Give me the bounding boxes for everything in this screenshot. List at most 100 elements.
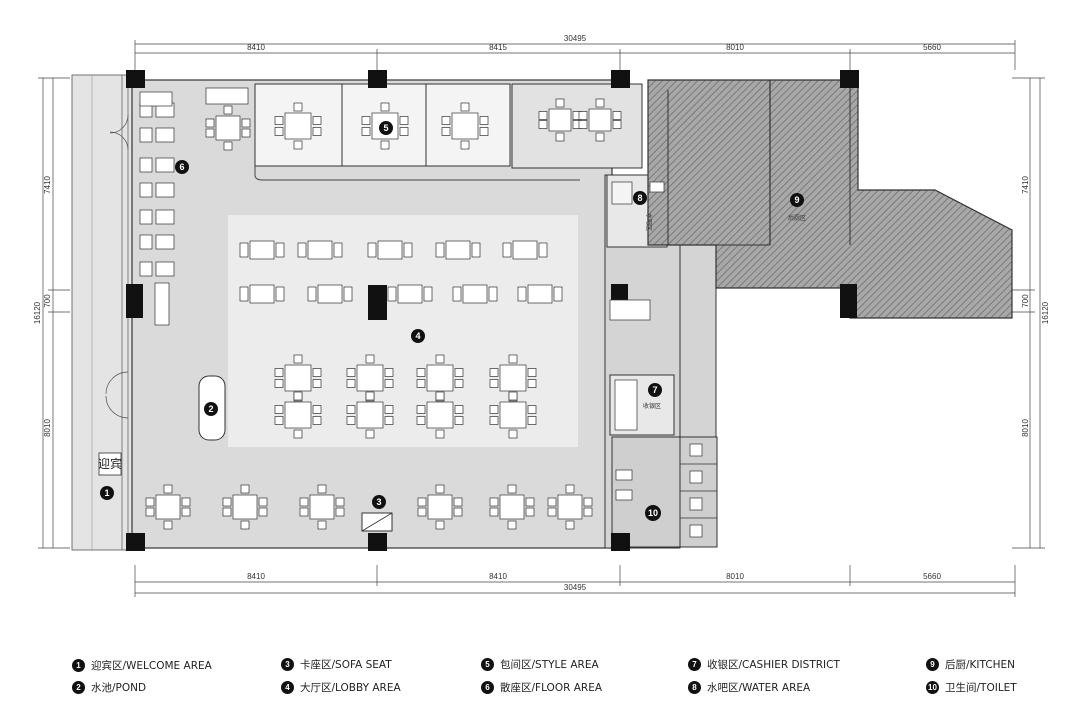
- chair: [222, 507, 232, 517]
- legend-text: 散座区/FLOOR AREA: [500, 681, 603, 694]
- chair: [553, 286, 563, 302]
- chair: [527, 405, 537, 414]
- chair: [346, 416, 356, 425]
- chair: [527, 379, 537, 388]
- basin: [615, 469, 633, 481]
- chair: [416, 368, 426, 377]
- bottom-dim-4: 5660: [923, 572, 941, 581]
- legend: 1 迎宾区/WELCOME AREA 2 水池/POND 3 卡座区/SOFA …: [0, 650, 1080, 710]
- dining-table: [451, 112, 479, 140]
- chair: [139, 91, 173, 107]
- chair: [423, 286, 433, 302]
- dining-table: [307, 240, 333, 260]
- right-dim-2: 700: [1021, 294, 1030, 308]
- legend-badge: 8: [688, 680, 701, 694]
- display-cabinet: [154, 282, 170, 326]
- chair: [403, 242, 413, 258]
- dining-table: [155, 234, 175, 250]
- chair: [367, 242, 377, 258]
- chair: [454, 405, 464, 414]
- dining-table: [527, 284, 553, 304]
- svg-text:2: 2: [208, 404, 213, 414]
- chair: [527, 416, 537, 425]
- chair: [293, 140, 303, 150]
- chair: [346, 368, 356, 377]
- chair: [299, 507, 309, 517]
- svg-text:9: 9: [794, 195, 799, 205]
- chair: [489, 379, 499, 388]
- dining-table: [215, 115, 241, 141]
- chair: [583, 497, 593, 507]
- dining-table: [397, 284, 423, 304]
- cashier-desk: [614, 379, 638, 431]
- chair: [508, 429, 518, 439]
- legend-badge: 2: [72, 680, 85, 694]
- dining-table: [356, 401, 384, 429]
- chair: [317, 484, 327, 494]
- top-dim-1: 8410: [247, 43, 265, 52]
- chair: [163, 520, 173, 530]
- chair: [435, 429, 445, 439]
- chair: [387, 286, 397, 302]
- legend-item-10: 10 卫生间/TOILET: [926, 679, 1017, 695]
- chair: [452, 286, 462, 302]
- svg-text:7: 7: [652, 385, 657, 395]
- legend-badge: 9: [926, 657, 939, 671]
- chair: [274, 379, 284, 388]
- svg-text:1: 1: [104, 488, 109, 498]
- chair: [435, 242, 445, 258]
- chair: [538, 111, 548, 120]
- legend-badge: 7: [688, 657, 701, 671]
- chair: [454, 416, 464, 425]
- chair: [205, 128, 215, 138]
- chair: [307, 286, 317, 302]
- chair: [453, 497, 463, 507]
- chair: [222, 497, 232, 507]
- right-dim-1: 7410: [1021, 176, 1030, 194]
- dining-table: [426, 401, 454, 429]
- dining-table: [426, 364, 454, 392]
- dining-table: [588, 108, 612, 132]
- chair: [139, 157, 153, 173]
- chair: [293, 429, 303, 439]
- chair: [460, 102, 470, 112]
- chair: [145, 507, 155, 517]
- svg-text:5: 5: [383, 123, 388, 133]
- top-dimensions: [134, 40, 1016, 70]
- chair: [399, 127, 409, 136]
- chair: [489, 497, 499, 507]
- chair: [555, 98, 565, 108]
- left-dim-3: 8010: [43, 419, 52, 437]
- chair: [205, 118, 215, 128]
- chair: [335, 507, 345, 517]
- chair: [181, 507, 191, 517]
- dining-table: [548, 108, 572, 132]
- top-dim-4: 5660: [923, 43, 941, 52]
- toilet-fixture: [689, 497, 703, 511]
- entrance-door-top: [109, 114, 129, 151]
- chair: [333, 242, 343, 258]
- legend-badge: 5: [481, 657, 494, 671]
- chair: [502, 242, 512, 258]
- right-total-dim: 16120: [1041, 301, 1050, 324]
- sink: [649, 181, 665, 193]
- legend-text: 水吧区/WATER AREA: [707, 681, 811, 694]
- chair: [453, 507, 463, 517]
- marker-8: 8: [633, 191, 647, 205]
- legend-item-3: 3 卡座区/SOFA SEAT: [281, 656, 392, 672]
- chair: [239, 286, 249, 302]
- legend-badge: 1: [72, 658, 85, 672]
- marker-2: 2: [204, 402, 218, 416]
- chair: [471, 242, 481, 258]
- dining-table: [557, 494, 583, 520]
- welcome-sign: 迎宾: [98, 456, 122, 471]
- bottom-dim-1: 8410: [247, 572, 265, 581]
- left-dim-2: 700: [43, 294, 52, 308]
- basin: [615, 489, 633, 501]
- chair: [145, 497, 155, 507]
- legend-text: 水池/POND: [91, 681, 147, 694]
- chair: [489, 368, 499, 377]
- chair: [612, 111, 622, 120]
- chair: [240, 484, 250, 494]
- chair: [441, 127, 451, 136]
